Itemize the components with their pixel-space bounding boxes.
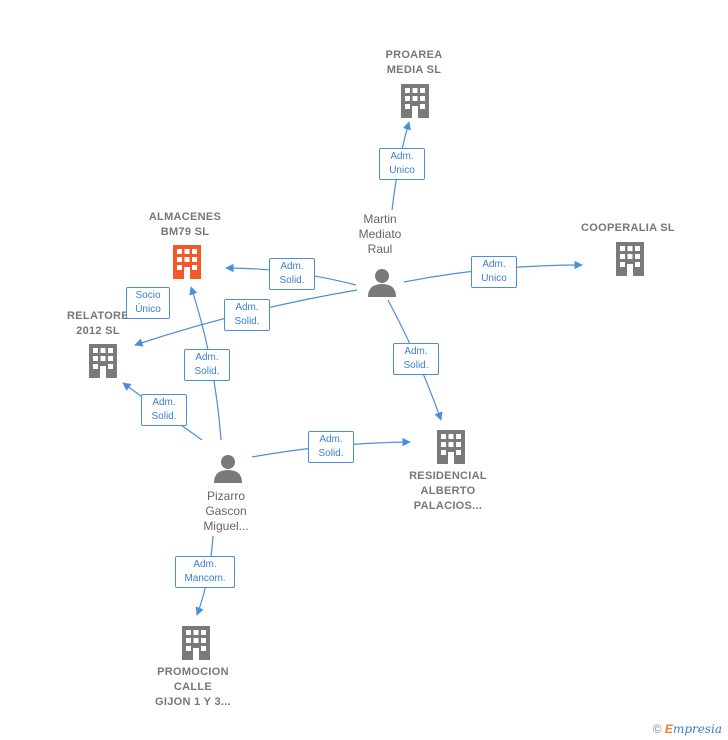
brand-logo-text: mpresia bbox=[672, 722, 722, 736]
edge-label-socio-unico: Socio Único bbox=[126, 287, 170, 319]
edge-label-martin-almacenes: Adm. Solid. bbox=[269, 258, 315, 290]
edge-label-pizarro-relatore: Adm. Solid. bbox=[141, 394, 187, 426]
node-label-almacenes[interactable]: ALMACENES BM79 SL bbox=[148, 211, 222, 238]
brand-logo-initial: E bbox=[664, 722, 673, 736]
building-icon bbox=[401, 84, 429, 118]
person-icon bbox=[368, 269, 396, 297]
edge-label-martin-proarea: Adm. Unico bbox=[379, 148, 425, 180]
edge-label-martin-relatore: Adm. Solid. bbox=[224, 299, 270, 331]
edge-label-martin-residencial: Adm. Solid. bbox=[393, 343, 439, 375]
node-label-residencial[interactable]: RESIDENCIAL ALBERTO PALACIOS... bbox=[409, 470, 487, 512]
edge-label-pizarro-almacenes: Adm. Solid. bbox=[184, 349, 230, 381]
person-icon bbox=[214, 455, 242, 483]
building-icon bbox=[89, 344, 117, 378]
node-label-cooperalia[interactable]: COOPERALIA SL bbox=[581, 222, 675, 234]
brand-footer: © Empresia bbox=[653, 722, 722, 736]
copyright-icon: © bbox=[652, 722, 662, 736]
node-label-proarea[interactable]: PROAREA MEDIA SL bbox=[385, 49, 443, 76]
building-icon bbox=[437, 430, 465, 464]
node-label-promocion[interactable]: PROMOCION CALLE GIJON 1 Y 3... bbox=[155, 666, 231, 708]
building-icon bbox=[616, 242, 644, 276]
edge-label-pizarro-residencial: Adm. Solid. bbox=[308, 431, 354, 463]
building-icon bbox=[182, 626, 210, 660]
edge-label-martin-cooperalia: Adm. Unico bbox=[471, 256, 517, 288]
node-label-martin[interactable]: Martin Mediato Raul bbox=[358, 212, 402, 256]
node-label-pizarro[interactable]: Pizarro Gascon Miguel... bbox=[203, 489, 249, 533]
node-label-relatore[interactable]: RELATORE 2012 SL bbox=[67, 310, 129, 337]
edge-label-pizarro-promocion: Adm. Mancom. bbox=[175, 556, 235, 588]
building-icon bbox=[173, 245, 201, 279]
